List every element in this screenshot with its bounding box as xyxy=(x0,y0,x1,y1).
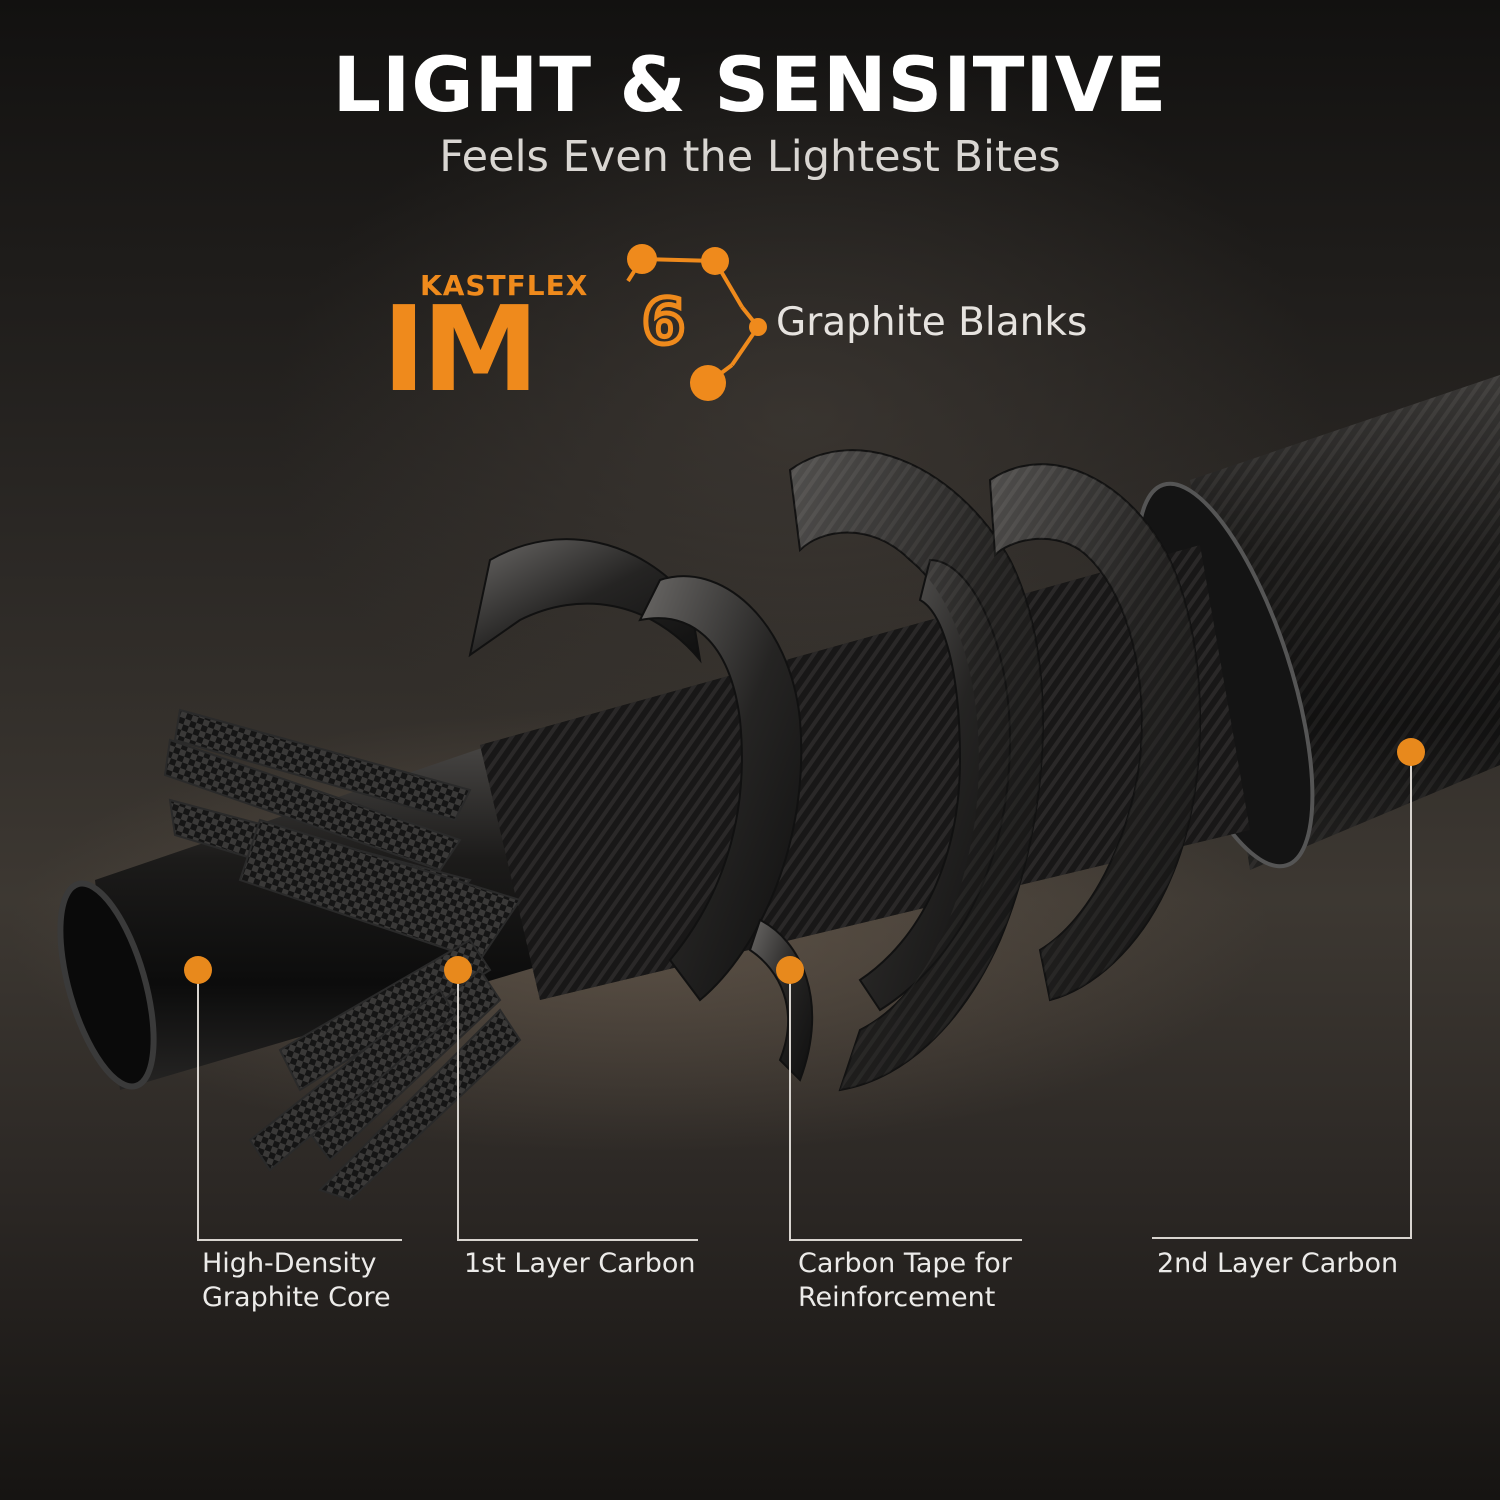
callout-dot-core xyxy=(184,956,212,984)
callout-dot-tape xyxy=(776,956,804,984)
logo-model-superscript: 6 xyxy=(642,285,685,358)
callout-label-layer1: 1st Layer Carbon xyxy=(464,1247,696,1281)
callout-label-tape-line1: Carbon Tape for xyxy=(798,1248,1012,1279)
callout-label-tape-line2: Reinforcement xyxy=(798,1282,996,1313)
callout-label-tape: Carbon Tape for Reinforcement xyxy=(798,1247,1012,1315)
headline: LIGHT & SENSITIVE xyxy=(332,40,1168,129)
callout-dot-layer2 xyxy=(1397,738,1425,766)
callout-label-core: High-Density Graphite Core xyxy=(202,1247,391,1315)
callout-label-layer1-line1: 1st Layer Carbon xyxy=(464,1248,696,1279)
brand-tagline: Graphite Blanks xyxy=(776,300,1088,345)
callout-line-tape xyxy=(789,970,1022,1241)
callout-line-layer2 xyxy=(1152,752,1412,1239)
callout-line-core xyxy=(197,970,402,1241)
callout-label-core-line1: High-Density xyxy=(202,1248,377,1279)
callout-dot-layer1 xyxy=(444,956,472,984)
kastflex-im6-logo: KASTFLEX IM 6 xyxy=(382,244,767,410)
callout-label-layer2-line1: 2nd Layer Carbon xyxy=(1157,1248,1399,1279)
logo-wordmark: KASTFLEX xyxy=(420,269,588,302)
callout-line-layer1 xyxy=(457,970,698,1241)
callout-label-layer2: 2nd Layer Carbon xyxy=(1157,1247,1398,1281)
logo-model: IM xyxy=(382,280,535,410)
callout-label-core-line2: Graphite Core xyxy=(202,1282,391,1313)
subheadline: Feels Even the Lightest Bites xyxy=(439,132,1061,182)
